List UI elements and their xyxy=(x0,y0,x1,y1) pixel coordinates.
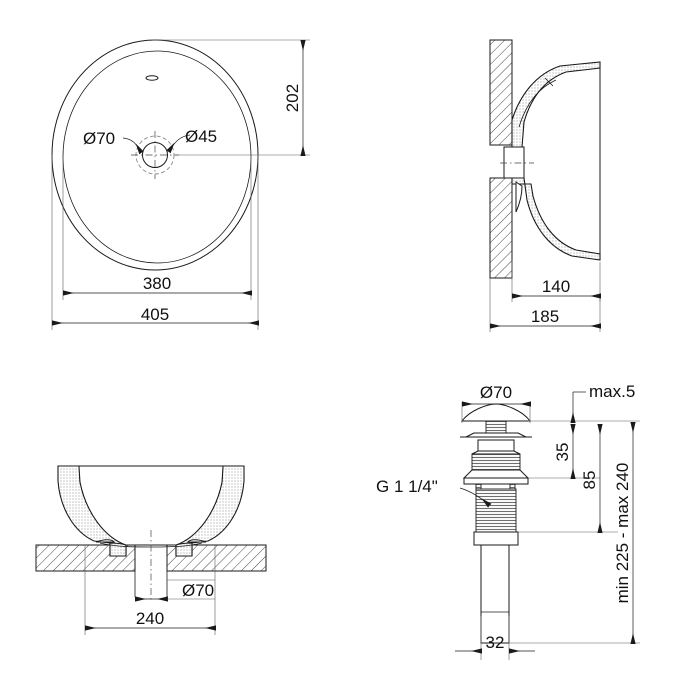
side-section-view-group: 140 185 xyxy=(489,39,601,332)
seal-slot-left xyxy=(95,539,115,543)
drain-flange-plate xyxy=(463,477,529,485)
drain-pin-left xyxy=(475,483,482,490)
bowl-inner-surface xyxy=(78,465,224,546)
drain-threaded-shank xyxy=(475,488,517,533)
overflow-slot xyxy=(145,75,159,81)
label-overall-range: min 225 - max 240 xyxy=(613,463,632,604)
drain-pin-right xyxy=(509,483,516,490)
label-body-height-85: 85 xyxy=(580,471,599,490)
basin-lower-pocket xyxy=(515,181,523,213)
basin-wall-upper-section xyxy=(511,61,601,148)
top-view-group: Ø70 Ø45 202 380 405 xyxy=(51,39,310,330)
drain-spring-flange xyxy=(465,432,527,438)
label-bowl-width-240: 240 xyxy=(136,609,164,628)
label-drain-hole-70: Ø70 xyxy=(182,581,214,600)
wall-block-upper xyxy=(489,39,513,146)
label-width-380: 380 xyxy=(143,274,171,293)
label-depth-185: 185 xyxy=(531,307,559,326)
label-thread-spec: G 1 1/4" xyxy=(376,477,438,496)
label-width-405: 405 xyxy=(141,305,169,324)
label-depth-202: 202 xyxy=(283,84,302,112)
leader-drain-inner xyxy=(166,134,191,154)
label-drain-inner-top: Ø45 xyxy=(185,127,217,146)
rim-break-line xyxy=(544,77,554,87)
drain-cap xyxy=(461,403,531,422)
drain-collar-upper xyxy=(471,450,521,455)
basin-wall-lower-section xyxy=(511,177,601,261)
label-tailpipe-32: 32 xyxy=(486,633,505,652)
label-cap-diameter: Ø70 xyxy=(480,383,512,402)
basin-inner-bowl xyxy=(62,50,252,264)
wall-block-lower xyxy=(489,177,513,279)
front-section-view-group: Ø70 240 xyxy=(35,465,267,635)
basin-neck xyxy=(503,146,525,179)
drain-large-flange xyxy=(462,469,530,479)
drain-tailpipe xyxy=(480,544,510,644)
label-projection-140: 140 xyxy=(542,277,570,296)
drain-body-band xyxy=(471,453,521,471)
drain-upper-body xyxy=(477,439,515,452)
leader-drain-outer xyxy=(122,137,144,155)
drain-assembly-group: Ø70 max.5 35 85 min 225 - max 240 G 1 1/… xyxy=(376,382,640,660)
basin-inner-contour-upper xyxy=(518,79,557,128)
drain-cap-stem xyxy=(485,420,507,434)
label-drain-outer-top: Ø70 xyxy=(83,129,115,148)
leader-thread-label xyxy=(459,487,492,508)
seal-slot-right xyxy=(187,539,207,543)
drain-lock-collar xyxy=(473,531,519,546)
label-max-thickness: max.5 xyxy=(589,382,635,401)
label-cap-height-35: 35 xyxy=(553,443,572,462)
